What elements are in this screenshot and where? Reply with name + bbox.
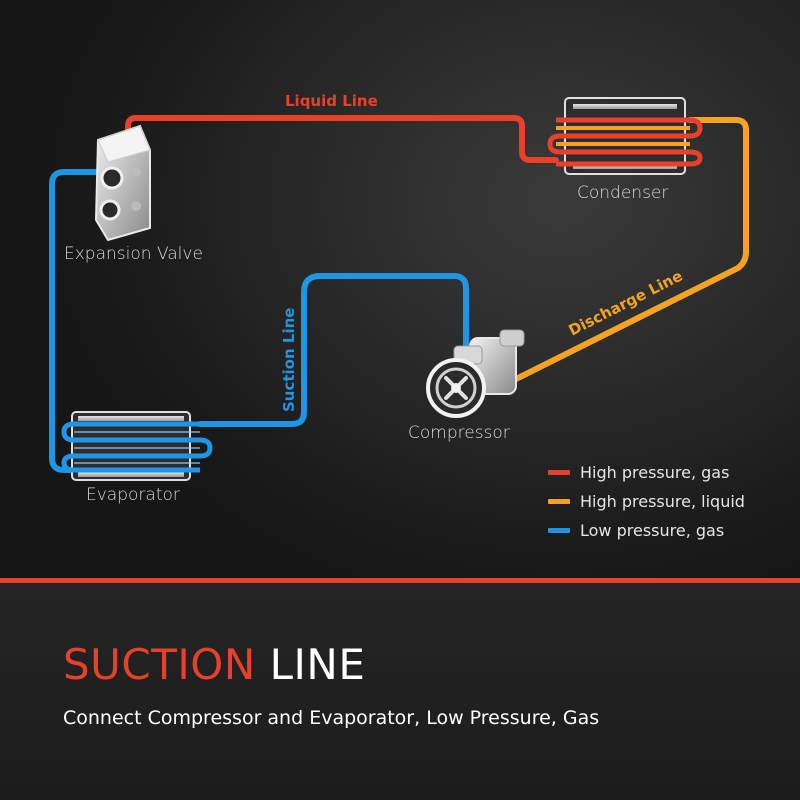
footer-panel [0,583,800,800]
legend-label: High pressure, liquid [580,492,745,511]
footer-title-rest: LINE [269,640,366,689]
legend-label: High pressure, gas [580,463,730,482]
suction-line-label: Suction Line [280,308,298,412]
legend-swatch [548,528,570,533]
condenser-coil [547,117,703,167]
expansion-valve-label: Expansion Valve [64,244,203,264]
condenser-label: Condenser [577,183,668,203]
legend-label: Low pressure, gas [580,521,725,540]
legend-swatch [548,499,570,504]
discharge-line-pipe [507,117,749,385]
footer-subtitle: Connect Compressor and Evaporator, Low P… [63,707,600,729]
refrigerant-circuit: Condenser Expansion Valve Evaporator [49,92,749,505]
compressor-icon [426,329,525,418]
suction-line-pipe [197,273,469,427]
evaporator-label: Evaporator [86,485,180,505]
expansion-valve-icon [94,124,151,242]
evaporator-unit [61,411,213,481]
liquid-line-pipe [125,115,559,163]
divider-bar [0,578,800,583]
compressor-label: Compressor [408,423,510,443]
evaporator-coil [61,421,213,473]
legend-item-high-pressure-gas: High pressure, gas [548,458,745,487]
legend-item-low-pressure-gas: Low pressure, gas [548,516,745,545]
condenser-unit [547,97,703,175]
evaporator-feed-pipe [49,169,99,473]
liquid-line-label: Liquid Line [285,92,378,110]
legend: High pressure, gas High pressure, liquid… [548,458,745,545]
legend-swatch [548,470,570,475]
footer-title: SUCTION LINE [63,640,365,689]
footer-title-highlight: SUCTION [63,640,256,689]
legend-item-high-pressure-liquid: High pressure, liquid [548,487,745,516]
